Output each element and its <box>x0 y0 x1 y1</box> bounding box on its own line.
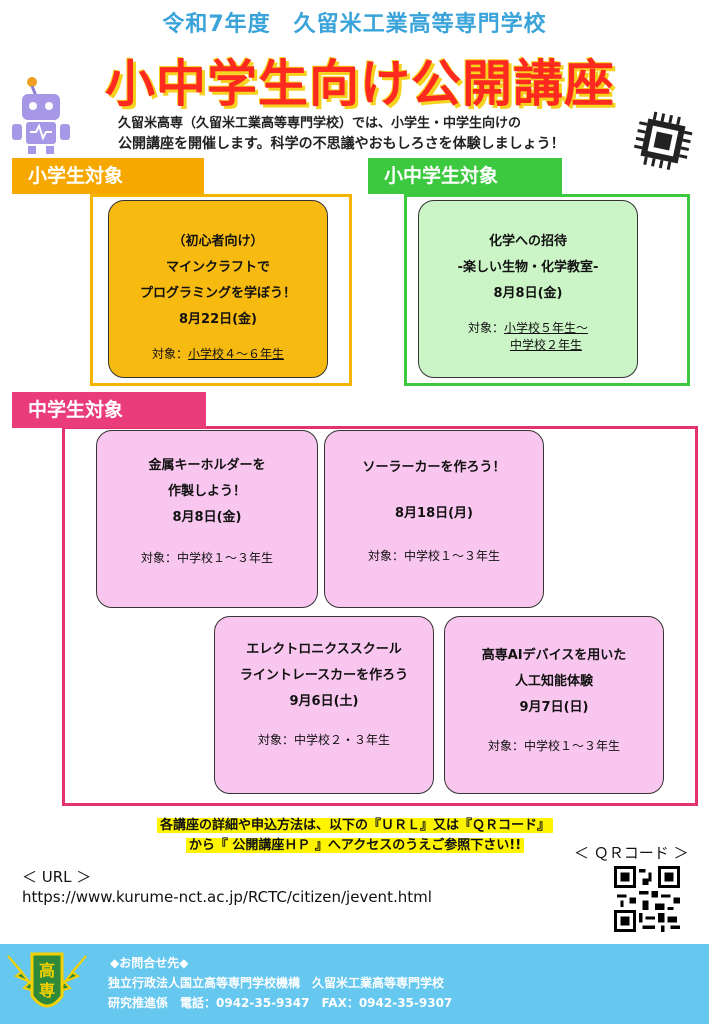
intro-line-2: 公開講座を開催します。科学の不思議やおもしろさを体験しましょう！ <box>118 136 565 152</box>
notice-line-1: 各講座の詳細や申込方法は、以下の『ＵＲＬ』又は『ＱＲコード』 <box>156 818 553 833</box>
emblem-char-2: 専 <box>39 981 55 1000</box>
event-year-school: 令和7年度 久留米工業高等専門学校 <box>162 12 547 37</box>
course-target: 対象：小学校４～６年生 <box>109 345 327 362</box>
contact-phone-fax: 研究推進係 電話：0942-35-9347 FAX：0942-35-9307 <box>108 996 453 1010</box>
cpu-chip-icon <box>633 111 693 171</box>
course-line: 高専AIデバイスを用いた <box>481 648 627 663</box>
url-label: ＜ URL ＞ <box>22 868 92 886</box>
target-grade: 小学校４～６年生 <box>188 347 285 361</box>
middle-section-label: 中学生対象 <box>12 392 206 428</box>
course-line: マインクラフトで <box>165 260 270 275</box>
course-line: 作製しよう！ <box>167 484 246 499</box>
course-line: 金属キーホルダーを <box>148 458 266 473</box>
elem-middle-section-label: 小中学生対象 <box>368 158 562 194</box>
target-grade: 小学校５年生～ <box>504 321 589 335</box>
course-line: ライントレースカーを作ろう <box>239 668 409 683</box>
course-card-minecraft: （初心者向け） マインクラフトで プログラミングを学ぼう！ 8月22日(金) 対… <box>108 200 328 378</box>
course-card-solar-car: ソーラーカーを作ろう！ 8月18日(月) 対象：中学校１～３年生 <box>324 430 544 608</box>
emblem-char-1: 高 <box>39 961 55 980</box>
elem-middle-section-frame <box>404 194 690 386</box>
qr-label: ＜ ＱＲコード ＞ <box>574 844 689 862</box>
kosen-emblem-icon: 高 専 <box>7 952 87 1008</box>
main-title: 小中学生向け公開講座 <box>105 55 615 113</box>
elementary-section-label: 小学生対象 <box>12 158 204 194</box>
course-card-ai-device: 高専AIデバイスを用いた 人工知能体験 9月7日(日) 対象：中学校１～３年生 <box>444 616 664 794</box>
robot-icon <box>12 77 70 154</box>
course-line: （初心者向け） <box>172 234 264 249</box>
course-target: 対象：中学校１～３年生 <box>140 551 273 565</box>
target-prefix: 対象： <box>151 347 188 361</box>
course-card-chemistry: 化学への招待 -楽しい生物・化学教室- 8月8日(金) 対象：小学校５年生～ 中学… <box>418 200 638 378</box>
course-date: 8月22日(金) <box>178 312 258 327</box>
course-card-keyholder: 金属キーホルダーを 作製しよう！ 8月8日(金) 対象：中学校１～３年生 <box>96 430 318 608</box>
course-line: -楽しい生物・化学教室- <box>457 260 599 275</box>
contact-heading: ◆お問合せ先◆ <box>110 956 189 970</box>
intro-text: 久留米高専（久留米工業高等専門学校）では、小学生・中学生向けの 公開講座を開催し… <box>118 114 638 154</box>
course-target: 対象：小学校５年生～ 中学校２年生 <box>419 319 637 353</box>
course-date: 8月8日(金) <box>493 286 563 301</box>
course-card-line-trace-car: エレクトロニクススクール ライントレースカーを作ろう 9月6日(土) 対象：中学… <box>214 616 434 794</box>
course-date: 9月7日(日) <box>519 700 589 715</box>
course-line: エレクトロニクススクール <box>246 642 402 657</box>
course-line: 人工知能体験 <box>514 674 593 689</box>
target-prefix: 対象： <box>467 321 504 335</box>
course-target: 対象：中学校１～３年生 <box>367 549 500 563</box>
contact-organization: 独立行政法人国立高等専門学校機構 久留米工業高等専門学校 <box>108 976 445 990</box>
notice-line-2: から『 公開講座ＨＰ 』へアクセスのうえご参照下さい!! <box>185 838 525 853</box>
course-line: 化学への招待 <box>488 234 567 249</box>
course-date: 9月6日(土) <box>289 694 359 709</box>
intro-line-1: 久留米高専（久留米工業高等専門学校）では、小学生・中学生向けの <box>118 116 522 131</box>
access-notice: 各講座の詳細や申込方法は、以下の『ＵＲＬ』又は『ＱＲコード』 から『 公開講座Ｈ… <box>112 816 598 856</box>
course-line: ソーラーカーを作ろう！ <box>362 460 506 475</box>
middle-section-frame <box>62 426 698 806</box>
course-line: プログラミングを学ぼう！ <box>139 286 296 301</box>
course-date: 8月8日(金) <box>172 510 242 525</box>
footer-bar <box>0 944 709 1024</box>
course-date: 8月18日(月) <box>394 506 474 521</box>
course-target: 対象：中学校１～３年生 <box>487 739 620 753</box>
event-url-link[interactable]: https://www.kurume-nct.ac.jp/RCTC/citize… <box>22 888 432 906</box>
course-target: 対象：中学校２・３年生 <box>257 733 390 747</box>
target-grade-2: 中学校２年生 <box>509 338 582 352</box>
elementary-section-frame <box>90 194 352 386</box>
qr-code-icon[interactable] <box>614 866 680 932</box>
